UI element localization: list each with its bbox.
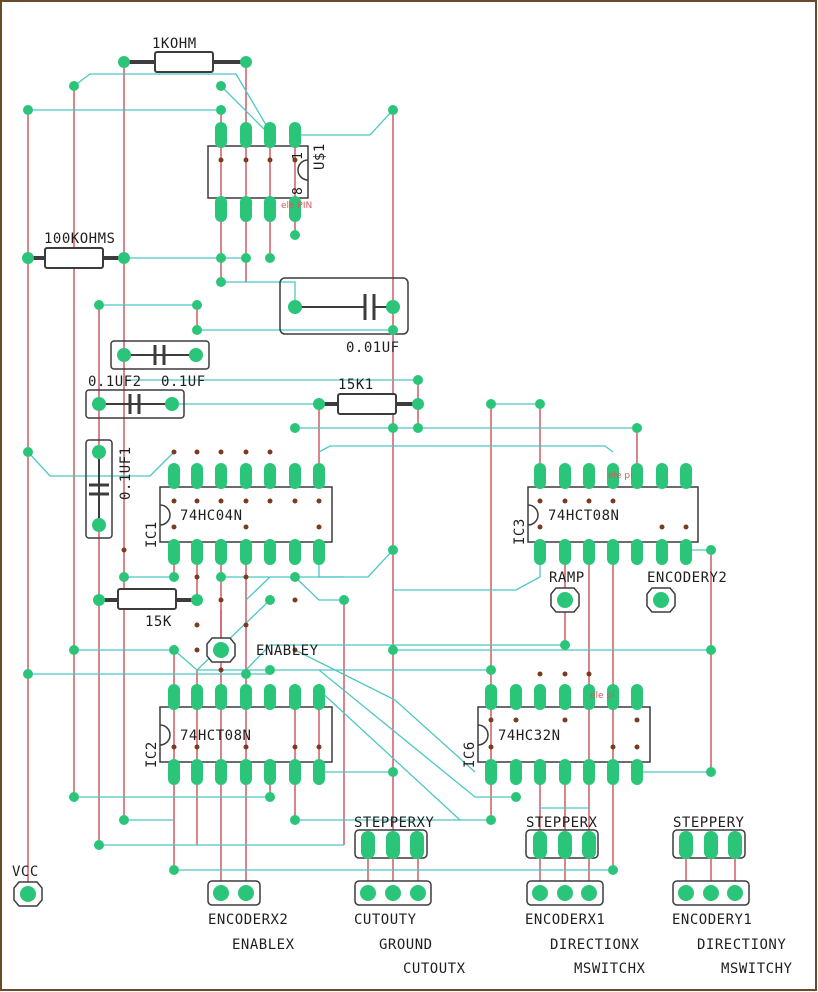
- connector-cutouty-ground-cutoutx[interactable]: CUTOUTY GROUND CUTOUTX: [354, 880, 466, 977]
- label-ground: GROUND: [379, 937, 433, 953]
- label-directionx: DIRECTIONX: [550, 937, 639, 953]
- header-steppery[interactable]: STEPPERY: [672, 815, 746, 859]
- resistor-100kohms-label: 100KOHMS: [44, 231, 115, 247]
- pad-encodery2-label: ENCODERY2: [647, 570, 727, 586]
- chip-ic3-part: 74HCT08N: [548, 508, 619, 524]
- chip-u1[interactable]: U$1 1 8 ele PIN: [207, 122, 328, 222]
- label-mswitchx: MSWITCHX: [574, 961, 646, 977]
- chip-ic2-part: 74HCT08N: [180, 728, 251, 744]
- chip-ic1[interactable]: 74HC04N IC1: [144, 463, 333, 565]
- trace-layer: [27, 62, 736, 893]
- resistor-15k1-label: 15K1: [338, 377, 374, 393]
- pad-ramp[interactable]: RAMP: [549, 570, 585, 613]
- chip-ic6-small: ele pi: [590, 691, 615, 701]
- header-stepperxy[interactable]: STEPPERXY: [354, 815, 434, 859]
- resistor-15k[interactable]: 15K: [93, 588, 203, 630]
- label-mswitchy: MSWITCHY: [721, 961, 793, 977]
- pad-vcc[interactable]: VCC: [12, 864, 43, 907]
- header-stepperx[interactable]: STEPPERX: [525, 815, 599, 859]
- header-stepperxy-label: STEPPERXY: [354, 815, 434, 831]
- capacitor-0.01uf[interactable]: 0.01UF: [279, 277, 409, 356]
- hole-grid: [121, 449, 689, 750]
- capacitor-0.1uf1[interactable]: 0.1UF1: [85, 439, 134, 539]
- chip-u1-pins: [215, 122, 301, 222]
- chip-ic6-ref: IC6: [462, 741, 478, 768]
- pad-vcc-label: VCC: [12, 864, 39, 880]
- pad-encodery2[interactable]: ENCODERY2: [646, 570, 727, 613]
- pad-enabley-label: ENABLEY: [256, 643, 319, 659]
- via-dots: [23, 81, 716, 875]
- resistor-1kohm[interactable]: 1KOHM: [118, 36, 252, 73]
- resistor-100kohms[interactable]: 100KOHMS: [22, 231, 130, 269]
- chip-ic6-part: 74HC32N: [498, 728, 561, 744]
- header-steppery-label: STEPPERY: [673, 815, 745, 831]
- resistor-1kohm-label: 1KOHM: [152, 36, 197, 52]
- label-encodery1: ENCODERY1: [672, 912, 752, 928]
- capacitor-0.1uf-label: 0.1UF: [161, 374, 206, 390]
- connector-encoderx1-directionx-mswitchx[interactable]: ENCODERX1 DIRECTIONX MSWITCHX: [525, 880, 646, 977]
- chip-ic6[interactable]: 74HC32N IC6 ele pi: [462, 684, 651, 785]
- connector-encodery1-directiony-mswitchy[interactable]: ENCODERY1 DIRECTIONY MSWITCHY: [672, 880, 793, 977]
- airwire-layer: [27, 73, 711, 871]
- label-encoderx2: ENCODERX2: [208, 912, 288, 928]
- label-cutouty: CUTOUTY: [354, 912, 417, 928]
- chip-u1-ref: U$1: [312, 143, 328, 170]
- pad-enabley[interactable]: ENABLEY: [206, 637, 319, 663]
- chip-ic3-ref: IC3: [512, 518, 528, 545]
- capacitor-0.1uf2-label: 0.1UF2: [88, 374, 142, 390]
- chip-u1-pin1: 1: [291, 152, 306, 160]
- label-encoderx1: ENCODERX1: [525, 912, 605, 928]
- chip-ic2-ref: IC2: [144, 741, 160, 768]
- resistor-15k1[interactable]: 15K1: [313, 377, 424, 415]
- chip-ic2[interactable]: 74HCT08N IC2: [144, 684, 333, 785]
- label-enablex: ENABLEX: [232, 937, 295, 953]
- label-cutoutx: CUTOUTX: [403, 961, 466, 977]
- chip-u1-pin8: 8: [291, 187, 306, 195]
- resistor-15k-label: 15K: [145, 614, 172, 630]
- chip-u1-small: ele PIN: [281, 201, 312, 211]
- chip-ic3[interactable]: 74HCT08N IC3 ele pi: [512, 463, 699, 565]
- capacitor-0.1uf[interactable]: 0.1UF: [110, 340, 210, 390]
- chip-ic1-ref: IC1: [144, 521, 160, 548]
- capacitor-0.1uf2[interactable]: 0.1UF2: [85, 374, 185, 419]
- capacitor-0.1uf1-label: 0.1UF1: [118, 446, 134, 500]
- chip-ic1-part: 74HC04N: [180, 508, 243, 524]
- label-directiony: DIRECTIONY: [697, 937, 786, 953]
- capacitor-0.01uf-label: 0.01UF: [346, 340, 400, 356]
- chip-ic3-small: ele pi: [608, 471, 633, 481]
- header-stepperx-label: STEPPERX: [526, 815, 598, 831]
- connector-encoderx2-enablex[interactable]: ENCODERX2 ENABLEX: [207, 880, 295, 953]
- pad-ramp-label: RAMP: [549, 570, 585, 586]
